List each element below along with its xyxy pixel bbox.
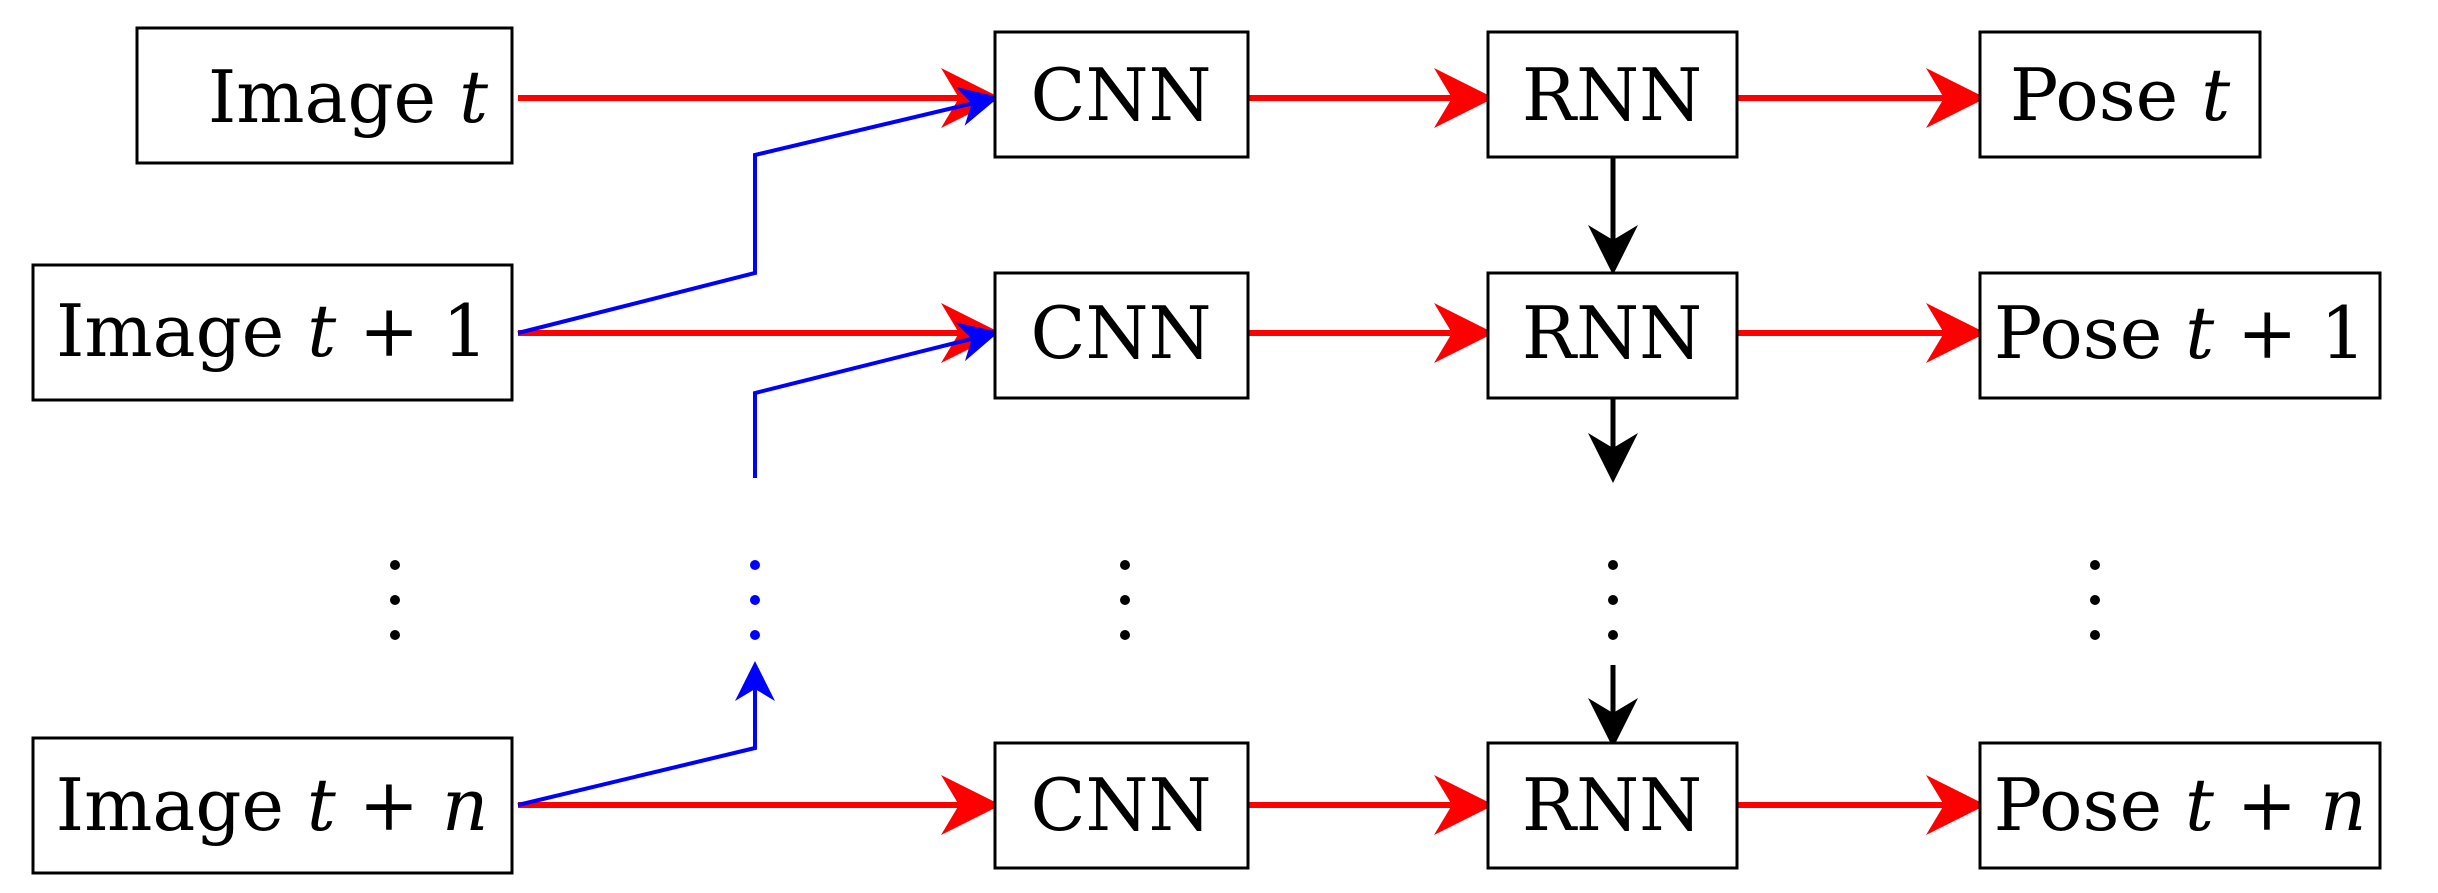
cnn-box-row-3: CNN [993, 741, 1250, 870]
svg-text:Pose t: Pose t [2010, 53, 2231, 137]
pose-label-op: + [2237, 291, 2297, 375]
ellipsis-cnn-column [1120, 560, 1130, 640]
image-label-idx: 1 [442, 289, 488, 373]
ellipsis-image-column [390, 560, 400, 640]
rnn-box-row-2: RNN [1486, 271, 1739, 400]
rnn-box-row-1: RNN [1486, 30, 1739, 159]
cnn-label: CNN [1030, 53, 1211, 137]
svg-text:Pose t + n: Pose t + n [1994, 763, 2367, 847]
skip-arrow-image2-to-cnn1 [517, 86, 999, 335]
rnn-label: RNN [1522, 53, 1702, 137]
pose-box-row-3: Pose t + n [1978, 741, 2382, 870]
rnn-label: RNN [1522, 763, 1702, 847]
image-label-prefix: Image [56, 763, 284, 847]
rnn-label: RNN [1522, 291, 1702, 375]
image-label-prefix: Image [208, 55, 436, 139]
image-label-prefix: Image [56, 289, 284, 373]
image-label-op: + [359, 289, 419, 373]
image-label-var: t [307, 763, 337, 847]
image-label-idx: n [442, 763, 488, 847]
image-label-var: t [307, 289, 337, 373]
cnn-label: CNN [1030, 763, 1211, 847]
pose-box-row-1: Pose t [1978, 30, 2262, 159]
pose-box-row-2: Pose t + 1 [1978, 271, 2382, 400]
skip-arrow-imagen-to-ellipsis [517, 661, 775, 807]
image-box-row-2: Image t + 1 [31, 263, 514, 402]
cnn-box-row-1: CNN [993, 30, 1250, 159]
pose-label-prefix: Pose [1994, 763, 2162, 847]
pose-label-prefix: Pose [2010, 53, 2178, 137]
svg-text:Image t: Image t [208, 55, 489, 139]
image-box-row-3: Image t + n [31, 736, 514, 875]
pose-label-idx: n [2320, 763, 2366, 847]
skip-arrow-ellipsis-to-cnn2 [753, 322, 999, 478]
ellipsis-pose-column [2090, 560, 2100, 640]
image-box-row-1: Image t [135, 26, 514, 165]
pose-label-idx: 1 [2320, 291, 2366, 375]
pose-label-var: t [2201, 53, 2231, 137]
cnn-box-row-2: CNN [993, 271, 1250, 400]
ellipsis-rnn-column [1608, 560, 1618, 640]
image-label-op: + [359, 763, 419, 847]
svg-text:Pose t + 1: Pose t + 1 [1994, 291, 2366, 375]
svg-text:Image t + n: Image t + n [56, 763, 489, 847]
pose-label-var: t [2185, 763, 2215, 847]
rnn-box-row-3: RNN [1486, 741, 1739, 870]
svg-text:Image t + 1: Image t + 1 [56, 289, 488, 373]
cnn-label: CNN [1030, 291, 1211, 375]
pose-label-op: + [2237, 763, 2297, 847]
ellipsis-skip-column [750, 560, 760, 640]
image-label-var: t [459, 55, 489, 139]
pose-label-var: t [2185, 291, 2215, 375]
pose-label-prefix: Pose [1994, 291, 2162, 375]
